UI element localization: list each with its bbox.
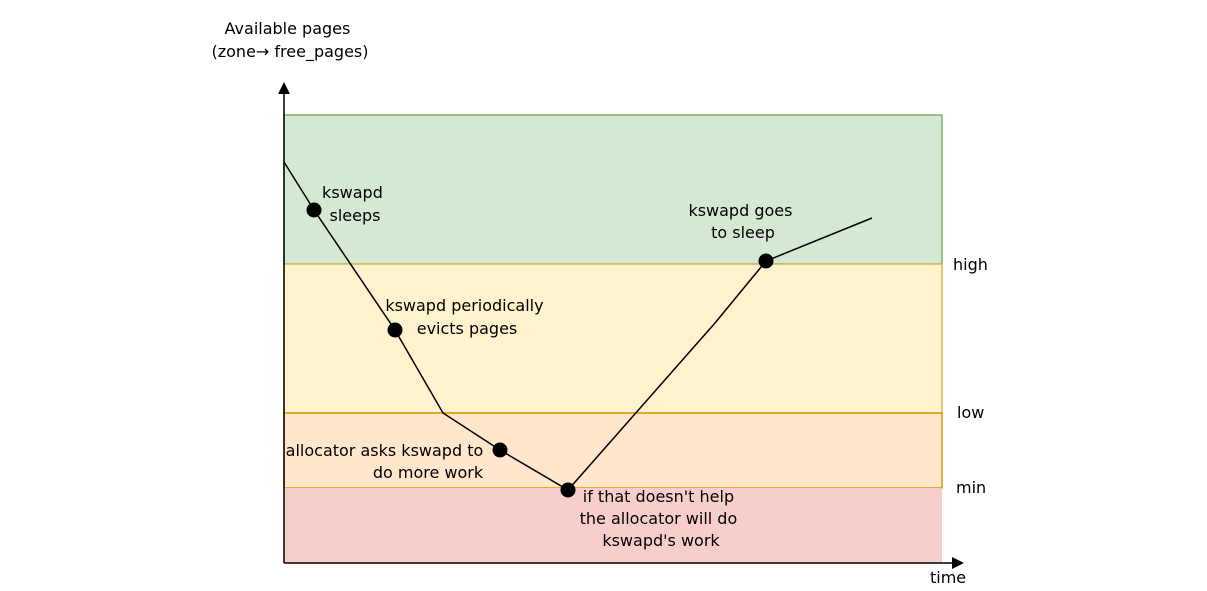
x-axis-label: time — [930, 568, 966, 587]
zone-below-min — [284, 488, 942, 563]
event-label-kswapd-sleeps: kswapd sleeps — [322, 183, 388, 225]
event-label-kswapd-goes-to-sleep: kswapd goes to sleep — [688, 201, 797, 242]
event-point-kswapd-goes-to-sleep — [758, 253, 774, 269]
event-point-allocator-asks — [492, 442, 508, 458]
event-point-kswapd-sleeps — [306, 202, 322, 218]
zone-low-to-min — [283, 412, 943, 489]
event-point-periodic-evict — [387, 322, 403, 338]
watermark-label-low: low — [957, 403, 984, 422]
y-axis-label: Available pages (zone→ free_pages) — [212, 19, 369, 62]
watermark-label-min: min — [956, 478, 986, 497]
zone-above-high — [283, 114, 943, 265]
zone-high-to-low — [283, 263, 943, 414]
event-point-direct-reclaim — [560, 482, 576, 498]
event-label-allocator-asks: allocator asks kswapd to do more work — [286, 441, 489, 482]
event-label-direct-reclaim: if that doesn't help the allocator will … — [580, 487, 743, 550]
watermark-label-high: high — [953, 255, 988, 274]
event-label-periodic-evict: kswapd periodically evicts pages — [385, 296, 548, 338]
